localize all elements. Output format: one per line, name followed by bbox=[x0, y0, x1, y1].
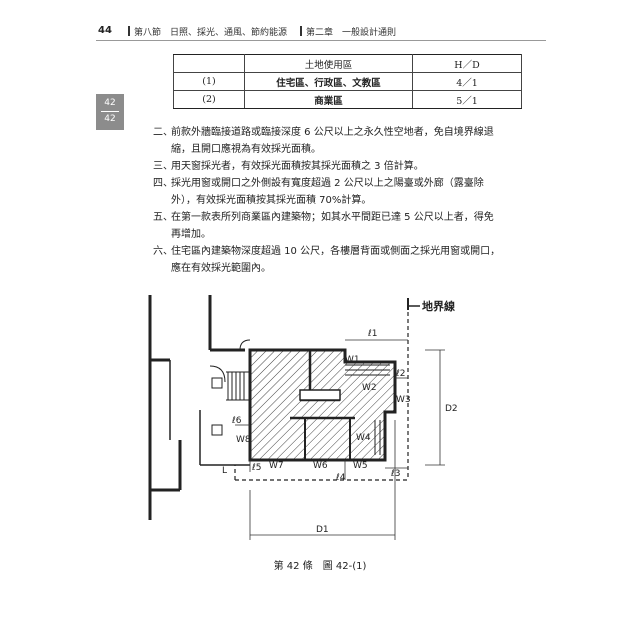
label-w4: W4 bbox=[356, 433, 371, 443]
clause-item: 三、 用天窗採光者，有效採光面積按其採光面積之 3 倍計算。 bbox=[153, 158, 503, 175]
label-w2: W2 bbox=[362, 383, 377, 393]
label-l4: ℓ4 bbox=[335, 473, 346, 483]
table-header-row: 土地使用區 H／D bbox=[173, 54, 522, 73]
running-head-chapter: 第二章 一般設計通則 bbox=[306, 28, 397, 38]
clause-item: 二、 前款外牆臨接道路或臨接深度 6 公尺以上之永久性空地者，免自境界線退縮，且… bbox=[153, 124, 503, 158]
clause-list: 二、 前款外牆臨接道路或臨接深度 6 公尺以上之永久性空地者，免自境界線退縮，且… bbox=[153, 124, 503, 277]
clause-item: 五、 在第一款表所列商業區內建築物；如其水平間距已達 5 公尺以上者，得免再增加… bbox=[153, 209, 503, 243]
page-number: 44 bbox=[98, 25, 112, 36]
clause-text: 用天窗採光者，有效採光面積按其採光面積之 3 倍計算。 bbox=[171, 161, 424, 172]
label-l5: ℓ5 bbox=[251, 463, 261, 473]
land-use-table: 土地使用區 H／D (1) 住宅區、行政區、文教區 4／1 (2) 商業區 5／… bbox=[173, 54, 522, 109]
side-tab-rule bbox=[101, 111, 119, 112]
label-L: L bbox=[222, 466, 227, 476]
label-l6: ℓ6 bbox=[231, 416, 242, 426]
clause-text: 前款外牆臨接道路或臨接深度 6 公尺以上之永久性空地者，免自境界線退縮，且開口應… bbox=[171, 127, 494, 155]
table-header-cell bbox=[173, 54, 245, 73]
clause-number: 三、 bbox=[153, 161, 173, 172]
property-boundary bbox=[234, 298, 409, 481]
boundary-label: 地界線 bbox=[422, 299, 455, 313]
label-w3: W3 bbox=[396, 395, 411, 405]
dimension-lines bbox=[235, 339, 445, 540]
article-side-tab: 42 42 bbox=[96, 94, 124, 130]
side-tab-bottom: 42 bbox=[104, 114, 116, 124]
clause-item: 四、 採光用窗或開口之外側設有寬度超過 2 公尺以上之陽臺或外廊（露臺除外），有… bbox=[153, 175, 503, 209]
label-w8: W8 bbox=[236, 435, 251, 445]
clause-number: 二、 bbox=[153, 127, 173, 138]
figure-caption: 第 42 條 圖 42-(1) bbox=[273, 561, 367, 572]
label-d2: D2 bbox=[445, 404, 458, 414]
header-rule bbox=[96, 40, 546, 41]
label-w6: W6 bbox=[313, 461, 328, 471]
table-cell: 住宅區、行政區、文教區 bbox=[244, 72, 413, 91]
section-marker bbox=[128, 26, 130, 36]
clause-text: 採光用窗或開口之外側設有寬度超過 2 公尺以上之陽臺或外廊（露臺除外），有效採光… bbox=[171, 178, 484, 206]
main-building-walls bbox=[290, 350, 390, 460]
table-cell: 4／1 bbox=[412, 72, 522, 91]
chapter-marker bbox=[300, 26, 302, 36]
label-w5: W5 bbox=[353, 461, 368, 471]
clause-text: 住宅區內建築物深度超過 10 公尺，各樓層背面或側面之採光用窗或開口，應在有效採… bbox=[171, 246, 501, 274]
side-tab-top: 42 bbox=[104, 98, 116, 108]
table-cell: (2) bbox=[173, 90, 245, 109]
neighbor-building bbox=[148, 295, 251, 520]
table-cell: 5／1 bbox=[412, 90, 522, 109]
running-head-section: 第八節 日照、採光、通風、節約能源 bbox=[134, 28, 288, 38]
label-w1: W1 bbox=[345, 355, 360, 365]
table-header-cell: H／D bbox=[412, 54, 522, 73]
table-cell: (1) bbox=[173, 72, 245, 91]
clause-number: 五、 bbox=[153, 212, 173, 223]
label-d1: D1 bbox=[316, 525, 329, 535]
table-cell: 商業區 bbox=[244, 90, 413, 109]
label-w7: W7 bbox=[269, 461, 284, 471]
main-building-hatch bbox=[248, 348, 397, 462]
label-l1: ℓ1 bbox=[367, 329, 377, 339]
table-header-cell: 土地使用區 bbox=[244, 54, 413, 73]
clause-number: 四、 bbox=[153, 178, 173, 189]
table-row: (2) 商業區 5／1 bbox=[173, 90, 522, 109]
clause-number: 六、 bbox=[153, 246, 173, 257]
label-l2: ℓ2 bbox=[395, 369, 405, 379]
floor-plan-figure: 地界線 ℓ1 ℓ2 ℓ3 ℓ4 ℓ5 ℓ6 W1 W2 W3 bbox=[148, 295, 458, 540]
clause-item: 六、 住宅區內建築物深度超過 10 公尺，各樓層背面或側面之採光用窗或開口，應在… bbox=[153, 243, 503, 277]
label-l3: ℓ3 bbox=[390, 469, 400, 479]
table-row: (1) 住宅區、行政區、文教區 4／1 bbox=[173, 72, 522, 91]
clause-text: 在第一款表所列商業區內建築物；如其水平間距已達 5 公尺以上者，得免再增加。 bbox=[171, 212, 494, 240]
